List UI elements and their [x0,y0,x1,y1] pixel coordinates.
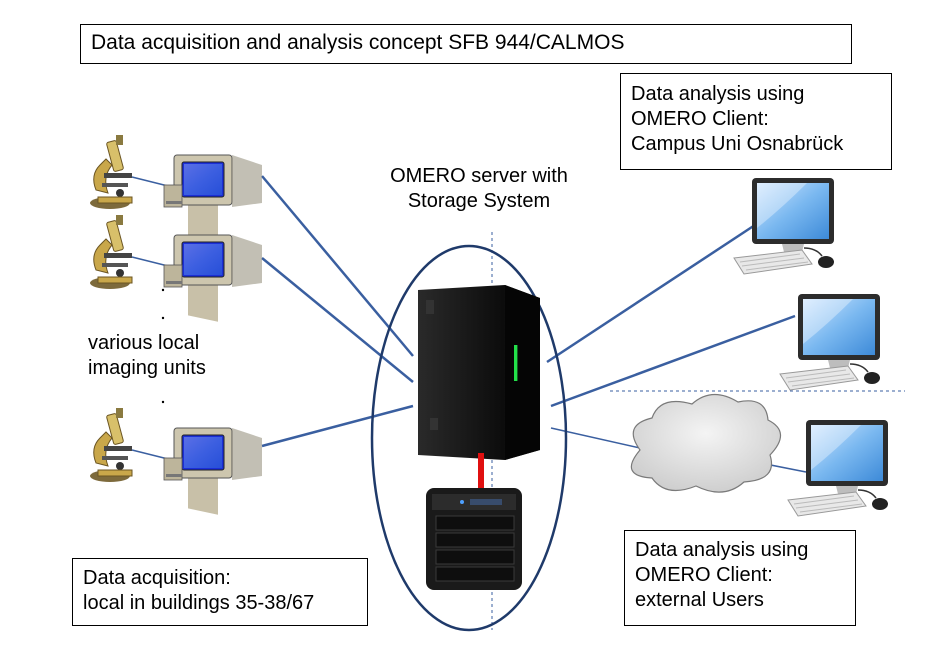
campus-analysis-box: Data analysis using OMERO Client: Campus… [620,73,892,170]
campus-line: Data analysis using [631,83,805,105]
server-icon [418,285,540,460]
ellipsis-dot [161,400,165,404]
client-terminal-icon [733,177,835,275]
server-ellipse [370,244,568,632]
imaging-units-line: various local [88,332,200,354]
page-title-text: Data acquisition and analysis concept SF… [91,31,625,54]
cloud-icon [630,393,782,493]
storage-nas-icon [426,488,522,590]
imaging-units-label: various local imaging units [88,331,248,381]
ellipsis-dot [161,288,165,292]
campus-line: OMERO Client: [631,108,769,130]
connection-line [546,223,756,364]
ellipsis-dot [161,316,165,320]
workstation-icon [89,407,263,516]
imaging-units-line: imaging units [88,357,206,379]
server-label-line: OMERO server with [390,165,568,187]
acquisition-line: local in buildings 35-38/67 [83,592,315,614]
acquisition-line: Data acquisition: [83,567,231,589]
workstation-icon [89,214,263,323]
connection-line [261,175,414,357]
client-terminal-icon [779,293,881,391]
server-label: OMERO server with Storage System [364,164,594,214]
external-line: Data analysis using [635,539,809,561]
client-terminal-icon [787,419,889,517]
connection-line [261,404,414,448]
server-label-line: Storage System [407,190,551,212]
data-acquisition-box: Data acquisition: local in buildings 35-… [72,558,368,626]
external-line: OMERO Client: [635,564,773,586]
external-analysis-box: Data analysis using OMERO Client: extern… [624,530,856,626]
page-title: Data acquisition and analysis concept SF… [80,24,852,64]
connection-line [550,427,641,449]
connection-line [261,257,414,383]
external-line: external Users [635,589,764,611]
campus-line: Campus Uni Osnabrück [631,133,844,155]
connection-line [550,314,796,408]
